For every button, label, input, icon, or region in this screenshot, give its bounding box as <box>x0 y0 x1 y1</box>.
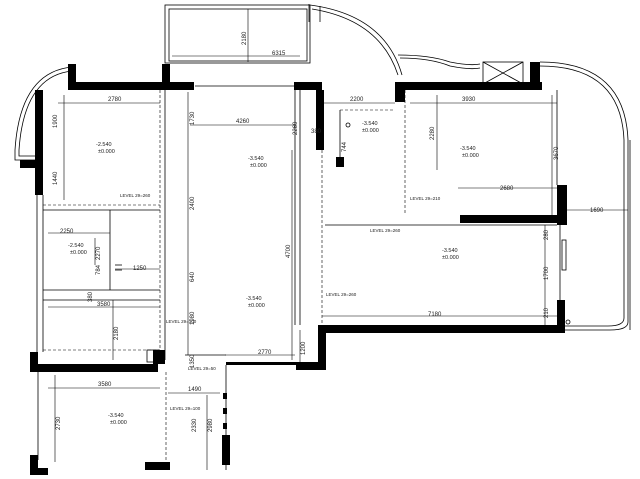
svg-text:-3.540: -3.540 <box>362 121 378 127</box>
note-dining: LEVEL 29=100 <box>166 319 197 324</box>
dim-right-room-side: 3670 <box>554 146 560 160</box>
note-hall-side: LEVEL 29=260 <box>326 292 357 297</box>
level-corridor: -3.540 ±0.000 <box>362 121 379 134</box>
dim-small-room-width: 744 <box>342 141 348 152</box>
dim-bottom-room-depth: 2730 <box>56 416 62 430</box>
svg-text:±0.000: ±0.000 <box>70 250 87 256</box>
note-bedroom1: LEVEL 29=260 <box>120 193 151 198</box>
dim-living-width: 4260 <box>236 119 250 125</box>
svg-text:-3.540: -3.540 <box>108 413 124 419</box>
dim-room-mid-depth: 2180 <box>114 326 120 340</box>
dim-corridor-width: 2200 <box>350 97 364 103</box>
svg-text:-2.540: -2.540 <box>68 243 84 249</box>
dim-hall-height: 4700 <box>286 244 292 258</box>
dim-right-room-inner: 2680 <box>500 186 514 192</box>
svg-text:-2.540: -2.540 <box>96 142 112 148</box>
dim-bath-depth: 2270 <box>96 246 102 260</box>
dim-hall-side-b: 1700 <box>544 266 550 280</box>
svg-text:-3.540: -3.540 <box>460 146 476 152</box>
dim-bedroom1-depth: 1900 <box>53 114 59 128</box>
svg-text:-3.540: -3.540 <box>248 156 264 162</box>
level-hall: -3.540 ±0.000 <box>442 248 459 261</box>
right-balcony <box>482 61 629 331</box>
dim-bottom-depth-a: 2330 <box>192 418 198 432</box>
annotation-notes: LEVEL 29=260 LEVEL 29=210 LEVEL 29=260 L… <box>120 193 441 411</box>
top-balcony <box>164 4 481 76</box>
svg-text:±0.000: ±0.000 <box>110 420 127 426</box>
dim-bedroom1-width: 2780 <box>108 97 122 103</box>
dim-bath-width: 2250 <box>60 229 74 235</box>
svg-text:-3.540: -3.540 <box>246 296 262 302</box>
level-dining: -3.540 ±0.000 <box>246 296 265 309</box>
dim-bath-offset: 784 <box>96 264 102 275</box>
dim-kitchen-side: 1200 <box>301 341 307 355</box>
dim-right-room-width: 3930 <box>462 97 476 103</box>
dim-balcony-depth: 2180 <box>242 31 248 45</box>
level-bottom-room: -3.540 ±0.000 <box>108 413 127 426</box>
svg-text:±0.000: ±0.000 <box>442 255 459 261</box>
svg-text:±0.000: ±0.000 <box>248 303 265 309</box>
dimension-labels: 6315 2180 2780 1900 1440 4260 1730 2400 … <box>53 31 604 432</box>
svg-text:-3.540: -3.540 <box>442 248 458 254</box>
dim-kitchen-width: 2770 <box>258 350 272 356</box>
left-balcony <box>14 66 73 161</box>
dim-hall-side-a: 280 <box>544 229 550 240</box>
dim-living-depth-a: 1730 <box>190 111 196 125</box>
dim-bottom-offset: 1490 <box>188 387 202 393</box>
level-bath: -2.540 ±0.000 <box>68 243 87 256</box>
dim-living-depth-b: 2400 <box>190 196 196 210</box>
dim-bottom-depth-b: 2980 <box>208 418 214 432</box>
note-right-room: LEVEL 29=210 <box>410 196 441 201</box>
dim-right-room-depth: 2280 <box>430 126 436 140</box>
level-living: -3.540 ±0.000 <box>248 156 267 169</box>
dim-living-depth-d: 1980 <box>190 311 196 325</box>
interior-lines <box>36 85 631 470</box>
svg-text:±0.000: ±0.000 <box>250 163 267 169</box>
dim-bottom-room-width: 3580 <box>98 382 112 388</box>
level-bedroom1: -2.540 ±0.000 <box>96 142 115 155</box>
dim-balcony-width: 6315 <box>272 51 286 57</box>
svg-text:±0.000: ±0.000 <box>98 149 115 155</box>
note-kitchen: LEVEL 29=50 <box>188 366 216 371</box>
dim-bedroom1-side: 1440 <box>53 171 59 185</box>
dim-bath-inner: 1250 <box>133 266 147 272</box>
dim-hall-side-c: 210 <box>544 307 550 318</box>
dim-right-edge: 1690 <box>590 208 604 214</box>
dim-room-mid-width: 3580 <box>97 302 111 308</box>
dim-corridor-depth: 2260 <box>293 121 299 135</box>
note-hall: LEVEL 29=260 <box>370 228 401 233</box>
dim-small-room-side: 380 <box>311 129 322 135</box>
dim-hall-width: 7180 <box>428 312 442 318</box>
dim-room-mid-offset: 380 <box>88 291 94 302</box>
dim-living-depth-e: 1350 <box>190 354 196 368</box>
svg-text:±0.000: ±0.000 <box>362 128 379 134</box>
dimension-lines <box>48 9 628 470</box>
note-bottom: LEVEL 29=100 <box>170 406 201 411</box>
level-right-room: -3.540 ±0.000 <box>460 146 479 159</box>
svg-text:±0.000: ±0.000 <box>462 153 479 159</box>
level-markers: -2.540 ±0.000 -3.540 ±0.000 -3.540 ±0.00… <box>68 121 479 426</box>
dim-living-depth-c: 640 <box>190 271 196 282</box>
